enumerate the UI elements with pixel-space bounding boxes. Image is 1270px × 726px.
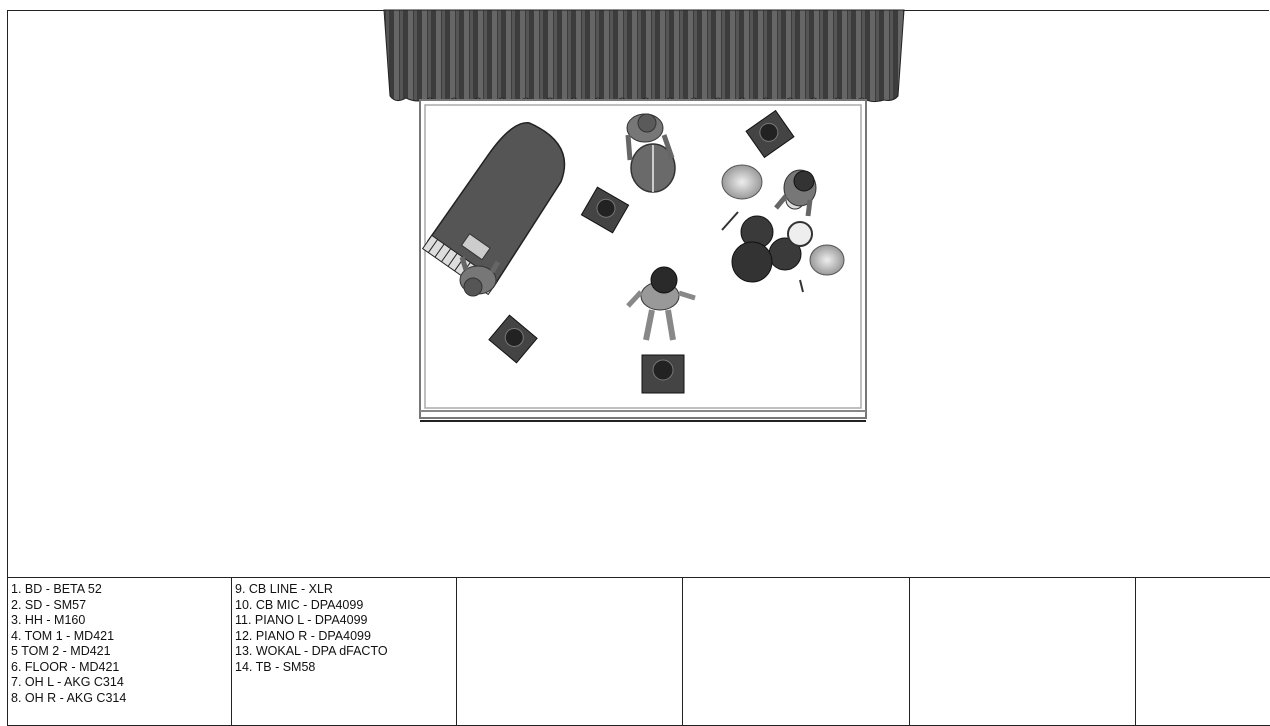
- input-list-column-1: 1. BD - BETA 52 2. SD - SM57 3. HH - M16…: [8, 578, 232, 726]
- empty-cell-6: [1136, 578, 1270, 726]
- empty-cell-5: [910, 578, 1136, 726]
- curtain: [384, 10, 904, 102]
- channel-2: 2. SD - SM57: [11, 598, 228, 614]
- channel-3: 3. HH - M160: [11, 613, 228, 629]
- channel-6: 6. FLOOR - MD421: [11, 660, 228, 676]
- channel-14: 14. TB - SM58: [235, 660, 453, 676]
- channel-1: 1. BD - BETA 52: [11, 582, 228, 598]
- channel-10: 10. CB MIC - DPA4099: [235, 598, 453, 614]
- channel-9: 9. CB LINE - XLR: [235, 582, 453, 598]
- input-list-table: 1. BD - BETA 52 2. SD - SM57 3. HH - M16…: [7, 577, 1270, 726]
- monitor-wedge-front: [642, 355, 684, 393]
- channel-7: 7. OH L - AKG C314: [11, 675, 228, 691]
- stage-plot: [0, 0, 1270, 578]
- channel-12: 12. PIANO R - DPA4099: [235, 629, 453, 645]
- channel-13: 13. WOKAL - DPA dFACTO: [235, 644, 453, 660]
- empty-cell-3: [457, 578, 683, 726]
- channel-8: 8. OH R - AKG C314: [11, 691, 228, 707]
- input-list-column-2: 9. CB LINE - XLR 10. CB MIC - DPA4099 11…: [232, 578, 457, 726]
- channel-4: 4. TOM 1 - MD421: [11, 629, 228, 645]
- empty-cell-4: [683, 578, 910, 726]
- channel-5: 5 TOM 2 - MD421: [11, 644, 228, 660]
- channel-11: 11. PIANO L - DPA4099: [235, 613, 453, 629]
